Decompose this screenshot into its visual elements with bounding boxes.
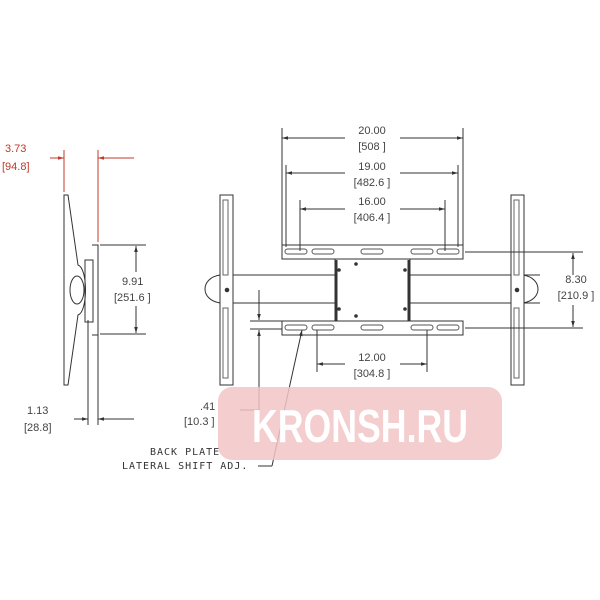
thickness-mm: [28.8] <box>24 422 52 434</box>
bracket-spacing-mm: [210.9 ] <box>558 290 595 302</box>
width-min-mm: [406.4 ] <box>354 212 391 224</box>
depth-in: 3.73 <box>5 143 26 155</box>
watermark-text: KRONSH.RU <box>252 400 468 452</box>
top-bracket <box>281 244 464 260</box>
hole-spacing-in: 12.00 <box>358 352 386 364</box>
note-lateral-shift: LATERAL SHIFT ADJ. <box>122 461 248 472</box>
depth-mm: [94.8] <box>2 161 30 173</box>
bottom-bracket <box>281 320 464 336</box>
height-mm: [251.6 ] <box>114 292 151 304</box>
thickness-in: 1.13 <box>27 405 48 417</box>
right-end-cap <box>522 274 539 304</box>
bracket-spacing-in: 8.30 <box>565 274 586 286</box>
width-mid-mm: [482.6 ] <box>354 177 391 189</box>
hole-spacing-mm: [304.8 ] <box>354 368 391 380</box>
width-mid-in: 19.00 <box>358 161 386 173</box>
plate-profile <box>63 194 86 386</box>
left-end-cap <box>204 274 221 304</box>
width-min-in: 16.00 <box>358 196 386 208</box>
shift-in: .41 <box>200 401 215 413</box>
note-back-plate: BACK PLATE <box>150 447 220 458</box>
front-view <box>204 128 583 467</box>
shift-mm: [10.3 ] <box>184 416 215 428</box>
height-in: 9.91 <box>122 276 143 288</box>
side-view <box>50 150 146 425</box>
width-max-in: 20.00 <box>358 125 386 137</box>
center-plate <box>334 258 411 322</box>
watermark: KRONSH.RU <box>218 387 502 460</box>
width-max-mm: [508 ] <box>358 141 386 153</box>
